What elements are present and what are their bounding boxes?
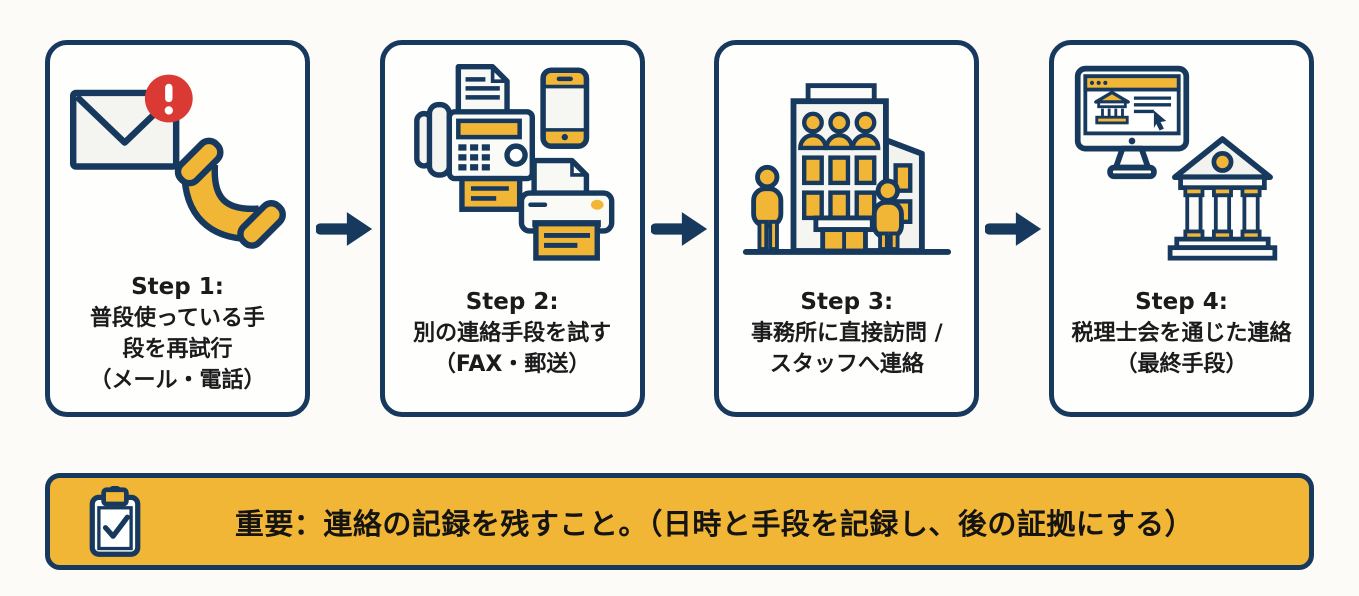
arrow-right-icon [650,211,707,246]
office-building-icon [790,82,925,254]
step-4-text: Step 4: 税理士会を通じた連絡 （最終手段） [1072,263,1292,412]
person-icon [871,178,904,251]
occupant-icons [797,111,881,150]
step-card-4: Step 4: 税理士会を通じた連絡 （最終手段） [1049,40,1315,417]
step-2-icon-area [406,45,618,263]
step-description: 普段使っている手 段を再試行 （メール・電話） [89,305,266,393]
building-windows [801,154,877,220]
person-icon [751,164,784,251]
arrow-right-icon [985,211,1042,246]
step-1-illustration [69,74,286,249]
bank-columns [1182,185,1262,241]
arrow-cell-1 [310,208,380,250]
mini-bank-icon [1093,90,1130,125]
step-title: Step 1: [131,273,224,300]
step-card-1: Step 1: 普段使っている手 段を再試行 （メール・電話） [45,40,310,417]
step-4-icon-area [1070,45,1294,263]
bank-building-icon [1167,136,1277,261]
step-2-text: Step 2: 別の連絡手段を試す （FAX・郵送） [413,263,611,412]
arrow-right-icon [315,211,372,246]
arrow-cell-3 [979,208,1049,250]
steps-row: Step 1: 普段使っている手 段を再試行 （メール・電話） [45,40,1315,417]
important-note-text: 重要：連絡の記録を残すこと。（日時と手段を記録し、後の証拠にする） [234,506,1195,541]
step-description: 税理士会を通じた連絡 （最終手段） [1071,321,1292,377]
arrow-cell-2 [645,208,715,250]
step-1-icon-area [64,45,292,263]
step-card-2: Step 2: 別の連絡手段を試す （FAX・郵送） [379,40,645,417]
clipboard-check-icon [84,485,146,558]
step-1-text: Step 1: 普段使っている手 段を再試行 （メール・電話） [89,263,265,412]
important-note-banner: 重要：連絡の記録を残すこと。（日時と手段を記録し、後の証拠にする） [45,473,1314,570]
step-title: Step 4: [1135,289,1228,315]
alert-badge-icon [144,74,193,123]
step-title: Step 3: [800,289,894,315]
step-card-3: Step 3: 事務所に直接訪問 / スタッフへ連絡 [714,40,980,417]
step-3-illustration [742,82,951,255]
step-description: 別の連絡手段を試す （FAX・郵送） [413,321,612,377]
printer-icon [518,157,615,261]
smartphone-icon [540,67,590,149]
entrance [813,214,875,253]
step-3-icon-area [740,45,954,263]
step-3-text: Step 3: 事務所に直接訪問 / スタッフへ連絡 [751,263,943,412]
fax-icon [414,64,536,212]
step-4-illustration [1074,65,1277,261]
fax-keypad [458,144,491,171]
website-monitor-icon [1074,65,1189,180]
phone-handset-icon [174,137,286,249]
step-title: Step 2: [465,289,559,315]
cursor-icon [1153,110,1166,131]
step-description: 事務所に直接訪問 / スタッフへ連絡 [750,321,943,377]
step-2-illustration [414,64,615,261]
